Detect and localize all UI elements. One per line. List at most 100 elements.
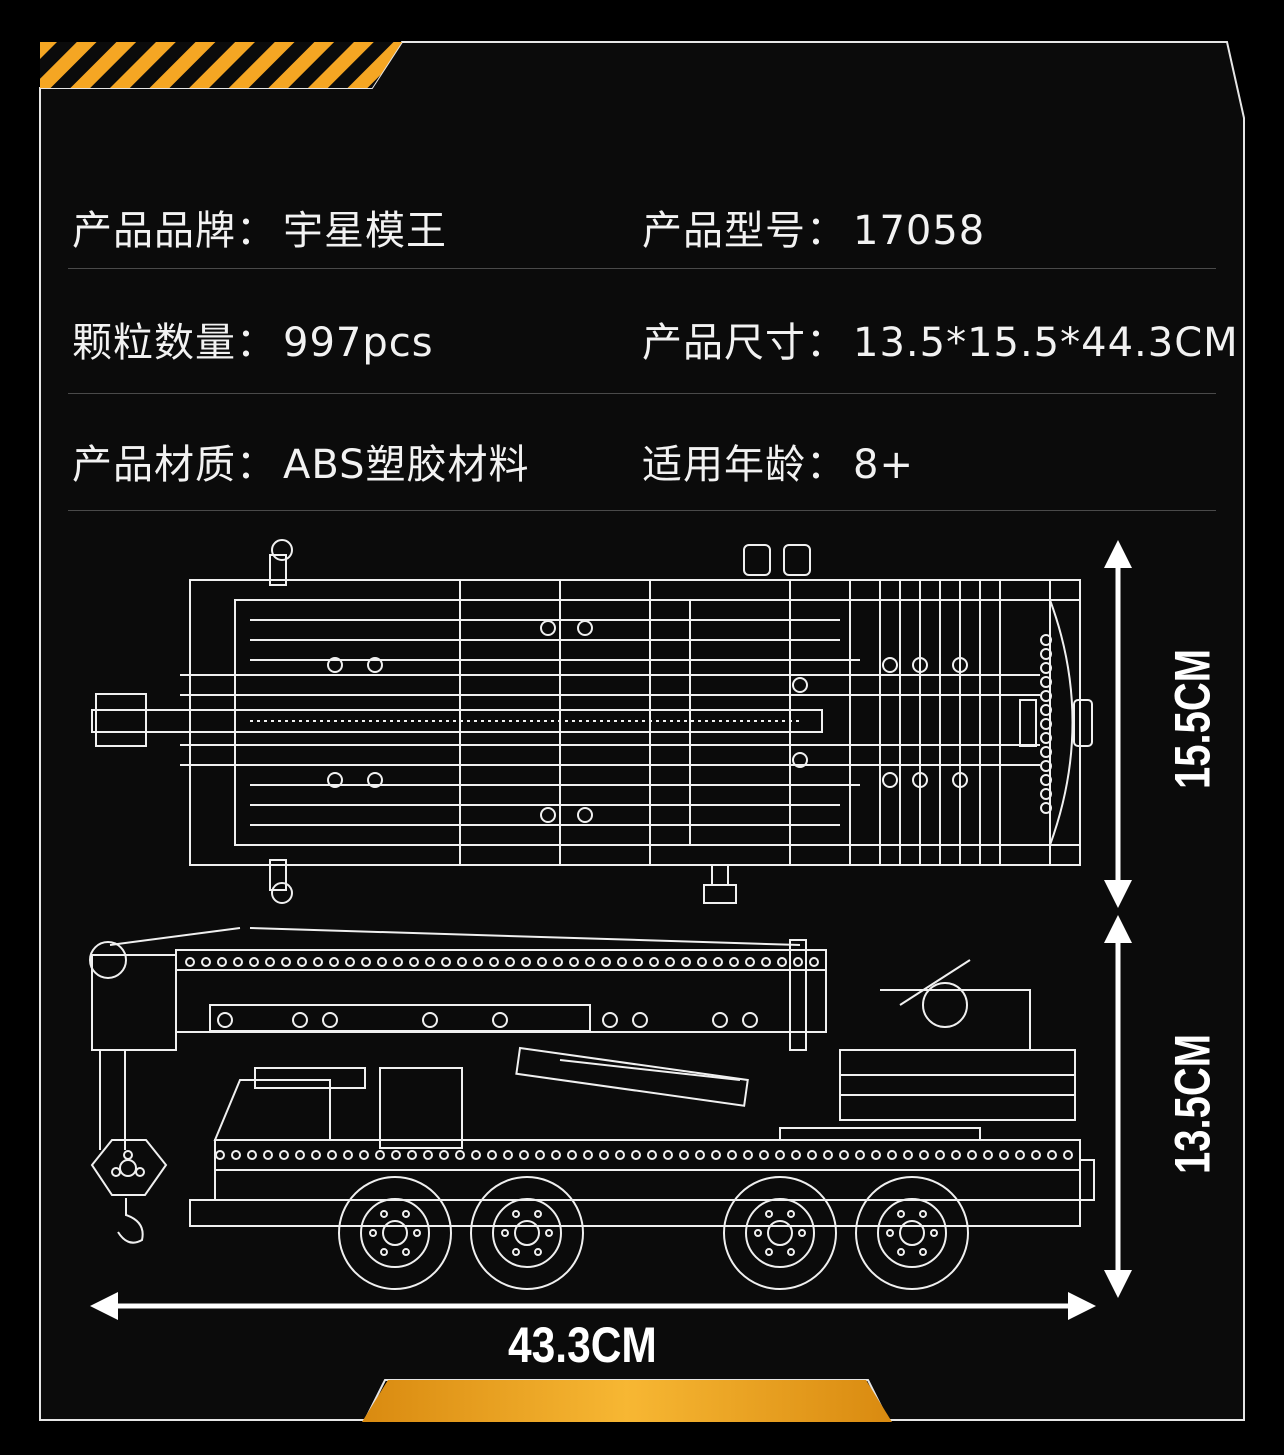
hole-icon <box>711 1150 721 1160</box>
hole-icon <box>409 957 419 967</box>
hole-icon <box>793 957 803 967</box>
hole-icon <box>535 1150 545 1160</box>
spec-age: 适用年龄：8+ <box>642 432 914 490</box>
hole-icon <box>663 1150 673 1160</box>
hole-icon <box>912 657 928 673</box>
hole-icon <box>265 957 275 967</box>
dimension-height-label: 13.5CM <box>1164 1033 1221 1175</box>
hole-icon <box>585 957 595 967</box>
hole-icon <box>617 957 627 967</box>
hole-icon <box>422 1012 438 1028</box>
hole-icon <box>729 957 739 967</box>
hole-icon <box>375 1150 385 1160</box>
hole-icon <box>457 957 467 967</box>
hole-icon <box>249 957 259 967</box>
hole-icon <box>839 1150 849 1160</box>
divider <box>68 268 1216 269</box>
spec-model-label: 产品型号： <box>642 208 847 254</box>
divider <box>68 393 1216 394</box>
hole-icon <box>1040 690 1052 702</box>
hole-icon <box>1040 718 1052 730</box>
hole-icon <box>361 957 371 967</box>
hole-icon <box>1040 704 1052 716</box>
hole-icon <box>551 1150 561 1160</box>
hole-icon <box>487 1150 497 1160</box>
spec-material: 产品材质：ABS塑胶材料 <box>72 432 530 490</box>
top-view-holes <box>327 620 1052 823</box>
dimension-arrows <box>90 540 1132 1320</box>
hole-icon <box>519 1150 529 1160</box>
hole-icon <box>697 957 707 967</box>
hole-icon <box>951 1150 961 1160</box>
hole-icon <box>327 1150 337 1160</box>
hole-icon <box>775 1150 785 1160</box>
hole-icon <box>503 1150 513 1160</box>
hole-icon <box>647 1150 657 1160</box>
hole-icon <box>1040 634 1052 646</box>
hole-icon <box>391 1150 401 1160</box>
spec-pieces-label: 颗粒数量： <box>72 320 277 366</box>
hole-icon <box>745 957 755 967</box>
wheel-icon <box>470 1176 584 1290</box>
hole-icon <box>1040 676 1052 688</box>
hole-icon <box>1040 774 1052 786</box>
hole-icon <box>1040 746 1052 758</box>
hole-icon <box>743 1150 753 1160</box>
hazard-stripe <box>40 42 402 88</box>
hole-icon <box>983 1150 993 1160</box>
spec-size-value: 13.5*15.5*44.3CM <box>853 320 1239 366</box>
hole-icon <box>311 1150 321 1160</box>
hole-icon <box>712 1012 728 1028</box>
spec-material-value: ABS塑胶材料 <box>283 442 530 488</box>
hole-icon <box>345 957 355 967</box>
hole-icon <box>455 1150 465 1160</box>
hole-icon <box>327 657 343 673</box>
crane-top-view <box>91 539 1093 904</box>
hole-icon <box>952 772 968 788</box>
hole-icon <box>823 1150 833 1160</box>
hole-icon <box>553 957 563 967</box>
hole-icon <box>407 1150 417 1160</box>
hole-icon <box>742 1012 758 1028</box>
wheel-icon <box>338 1176 452 1290</box>
hole-icon <box>279 1150 289 1160</box>
hole-icon <box>903 1150 913 1160</box>
hole-icon <box>681 957 691 967</box>
divider <box>68 510 1216 511</box>
hole-icon <box>952 657 968 673</box>
hole-icon <box>215 1150 225 1160</box>
spec-brand-value: 宇星模王 <box>283 208 447 254</box>
hole-icon <box>601 957 611 967</box>
hole-icon <box>1040 648 1052 660</box>
hole-icon <box>761 957 771 967</box>
hole-icon <box>359 1150 369 1160</box>
hole-icon <box>632 1012 648 1028</box>
hole-icon <box>1031 1150 1041 1160</box>
hole-icon <box>367 657 383 673</box>
spec-pieces: 颗粒数量：997pcs <box>72 310 434 368</box>
hole-icon <box>201 957 211 967</box>
hole-icon <box>882 772 898 788</box>
hole-icon <box>393 957 403 967</box>
hole-icon <box>537 957 547 967</box>
hole-icon <box>217 1012 233 1028</box>
hole-icon <box>1040 732 1052 744</box>
hole-icon <box>343 1150 353 1160</box>
hole-icon <box>1015 1150 1025 1160</box>
hole-icon <box>807 1150 817 1160</box>
hole-icon <box>423 1150 433 1160</box>
side-view-details <box>111 957 1073 1290</box>
hole-icon <box>313 957 323 967</box>
hole-icon <box>871 1150 881 1160</box>
hole-icon <box>602 1012 618 1028</box>
hole-icon <box>631 1150 641 1160</box>
hole-icon <box>999 1150 1009 1160</box>
hole-icon <box>1063 1150 1073 1160</box>
wheel-icon <box>723 1176 837 1290</box>
hole-icon <box>809 957 819 967</box>
hole-icon <box>247 1150 257 1160</box>
spec-model: 产品型号：17058 <box>642 198 985 256</box>
dimension-length-label: 43.3CM <box>508 1317 657 1373</box>
hole-icon <box>1040 760 1052 772</box>
